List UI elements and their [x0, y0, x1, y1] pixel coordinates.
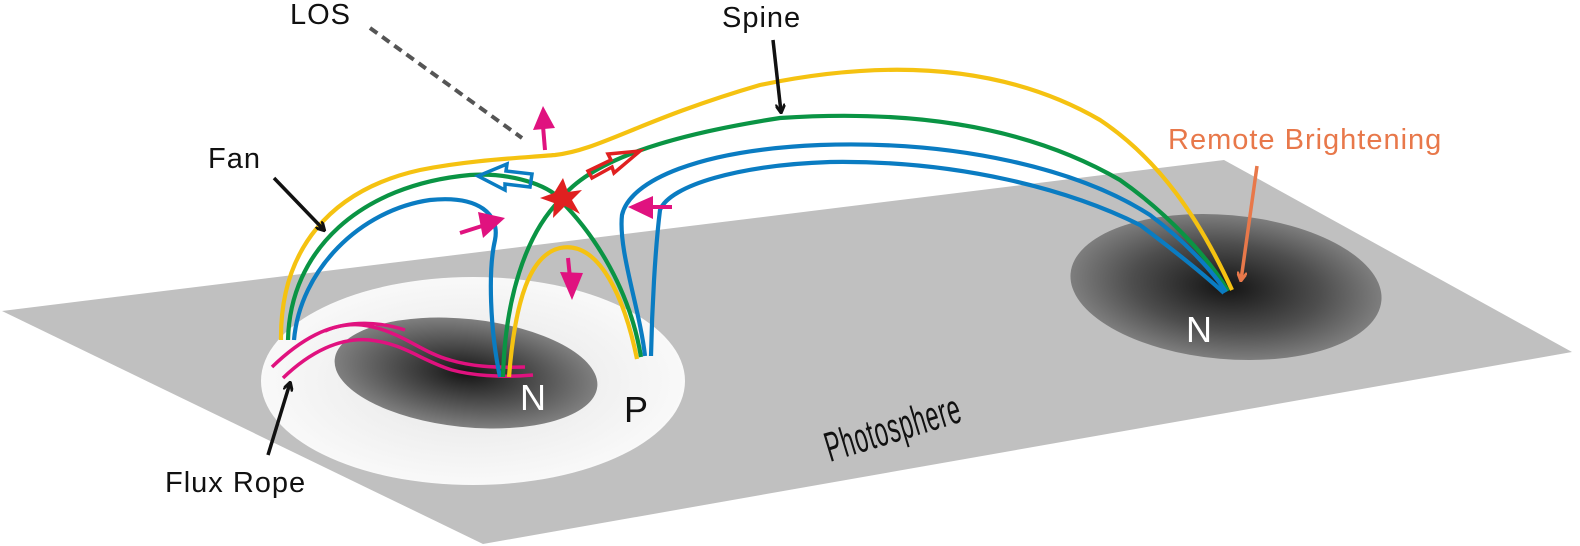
- remote-brightening-pointer-arrow: [1241, 165, 1259, 280]
- arrow-left-icon: [628, 196, 672, 219]
- spine-label: Spine: [722, 2, 801, 34]
- polarity-p: P: [624, 389, 648, 430]
- arrow-up-icon: [533, 106, 555, 151]
- field-line-blue: [291, 197, 503, 378]
- field-line-green: [285, 113, 1230, 341]
- fan-pointer-arrow: [272, 176, 324, 230]
- outflow-arrow-right-icon: [585, 148, 646, 181]
- reconnection-star-icon: [540, 178, 582, 218]
- field-line-blue-right-1: [619, 142, 1228, 357]
- polarity-n-left: N: [520, 377, 546, 418]
- flux-rope-pointer-arrow: [266, 383, 290, 456]
- flux-rope-label: Flux Rope: [165, 467, 306, 499]
- outflow-arrow-left-icon: [473, 161, 535, 193]
- spine-pointer-arrow: [771, 39, 781, 112]
- polarity-n-right: N: [1186, 309, 1212, 350]
- arrow-right-icon: [459, 212, 505, 238]
- flux-rope: [270, 321, 534, 380]
- remote-brightening-label: Remote Brightening: [1168, 124, 1442, 156]
- los-label: LOS: [290, 0, 351, 31]
- fan-left-footpoints: [278, 67, 1234, 378]
- los-line: [368, 26, 524, 140]
- fan-label: Fan: [208, 143, 261, 175]
- field-line-blue-right-2: [648, 159, 1226, 357]
- inflow-arrows: [459, 106, 672, 300]
- field-line-yellow-inner: [506, 245, 640, 378]
- arrow-down-icon: [560, 257, 583, 300]
- field-line-yellow: [278, 67, 1234, 341]
